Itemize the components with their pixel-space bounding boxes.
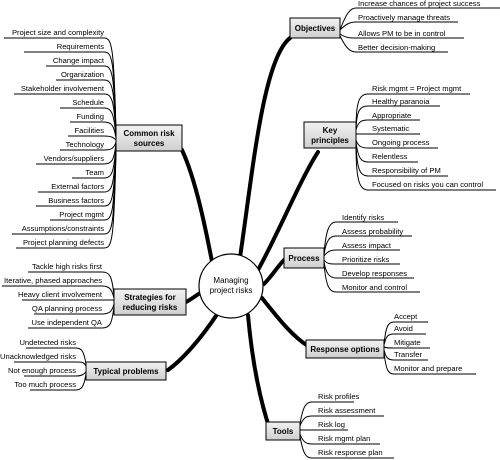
risk-source-item: Stakeholder involvement [21, 84, 105, 93]
strategies-title-line1: Strategies for [124, 293, 176, 302]
typical-problems-branch: Typical problems Undetected risks Unackn… [0, 338, 167, 391]
strategies-title-line2: reducing risks [123, 303, 178, 312]
problem-item: Unacknowledged risks [0, 352, 76, 361]
objective-item: Better decision-making [358, 43, 435, 52]
objectives-branch: Objectives Increase chances of project s… [289, 0, 500, 53]
tool-item: Risk assessment [318, 406, 376, 415]
objective-item: Allows PM to be in control [358, 29, 446, 38]
risk-source-item: Schedule [72, 98, 104, 107]
typical-problems-title: Typical problems [93, 367, 159, 376]
branch-objectives [237, 36, 292, 266]
risk-source-item: Technology [66, 140, 105, 149]
process-item: Monitor and control [342, 283, 407, 292]
process-title: Process [288, 254, 320, 263]
problem-item: Undetected risks [19, 338, 76, 347]
strategy-item: Use independent QA [31, 318, 102, 327]
response-options-title: Response options [310, 345, 380, 354]
principle-item: Systematic [372, 124, 409, 133]
risk-source-item: Change impact [53, 56, 105, 65]
risk-source-item: External factors [51, 182, 104, 191]
response-option-item: Avoid [394, 324, 413, 333]
key-principles-branch: Key principles Risk mgmt = Project mgmt … [303, 84, 496, 191]
common-risk-sources-title-line1: Common risk [123, 129, 175, 138]
response-options-branch: Response options Accept Avoid Mitigate T… [305, 312, 476, 375]
response-option-item: Monitor and prepare [394, 364, 462, 373]
problem-item: Too much process [14, 380, 76, 389]
risk-source-item: Requirements [57, 42, 104, 51]
problem-item: Not enough process [8, 366, 76, 375]
key-principles-title-line1: Key [323, 126, 338, 135]
tools-branch: Tools Risk profiles Risk assessment Risk… [265, 392, 394, 459]
response-option-item: Transfer [394, 350, 422, 359]
risk-source-item: Team [85, 168, 104, 177]
common-risk-sources-branch: Common risk sources Project size and com… [4, 28, 183, 249]
tool-item: Risk profiles [318, 392, 360, 401]
risk-source-item: Assumptions/constraints [22, 224, 105, 233]
objectives-title: Objectives [295, 24, 336, 33]
process-item: Identify risks [342, 213, 384, 222]
branch-typical-problems [166, 311, 220, 372]
principle-item: Responsibility of PM [372, 166, 441, 175]
process-item: Assess impact [342, 241, 392, 250]
risk-source-item: Funding [77, 112, 104, 121]
branch-process [262, 258, 286, 286]
branch-response-options [260, 296, 310, 348]
strategy-item: Iterative, phased approaches [4, 276, 102, 285]
risk-source-item: Project size and complexity [12, 28, 104, 37]
response-option-item: Mitigate [394, 338, 421, 347]
tools-title: Tools [273, 427, 294, 436]
risk-source-item: Business factors [48, 196, 104, 205]
process-branch: Process Identify risks Assess probabilit… [283, 213, 420, 293]
principle-item: Healthy paranoia [372, 97, 430, 106]
branch-tools [246, 313, 272, 432]
objective-item: Proactively manage threats [358, 13, 450, 22]
branch-strategies [184, 291, 202, 304]
principle-item: Relentless [372, 152, 408, 161]
principle-item: Appropriate [372, 111, 411, 120]
branch-common-risk-sources [180, 148, 216, 274]
principle-item: Ongoing process [372, 138, 430, 147]
common-risk-sources-title-line2: sources [134, 139, 165, 148]
strategy-item: QA planning process [32, 304, 102, 313]
strategy-item: Heavy client involvement [18, 290, 103, 299]
risk-source-item: Vendors/suppliers [44, 154, 105, 163]
tool-item: Risk response plan [318, 448, 383, 457]
risk-source-item: Facilities [74, 126, 104, 135]
branch-key-principles [256, 150, 320, 272]
process-item: Assess probability [342, 227, 403, 236]
tool-item: Risk log [318, 420, 345, 429]
center-node: Managing project risks [198, 253, 264, 319]
center-title-line2: project risks [210, 286, 253, 295]
risk-source-item: Project mgmt [59, 210, 105, 219]
main-branches [166, 36, 320, 432]
tool-item: Risk mgmt plan [318, 434, 370, 443]
objective-item: Increase chances of project success [358, 0, 481, 8]
response-option-item: Accept [394, 312, 418, 321]
principle-item: Risk mgmt = Project mgmt [372, 84, 462, 93]
process-item: Develop responses [342, 269, 407, 278]
strategies-branch: Strategies for reducing risks Tackle hig… [2, 262, 187, 329]
center-title-line1: Managing [213, 276, 248, 285]
risk-source-item: Organization [61, 70, 104, 79]
strategy-item: Tackle high risks first [32, 262, 103, 271]
risk-source-item: Project planning defects [23, 238, 104, 247]
process-item: Prioritize risks [342, 255, 389, 264]
principle-item: Focused on risks you can control [372, 180, 483, 189]
key-principles-title-line2: principles [311, 136, 349, 145]
